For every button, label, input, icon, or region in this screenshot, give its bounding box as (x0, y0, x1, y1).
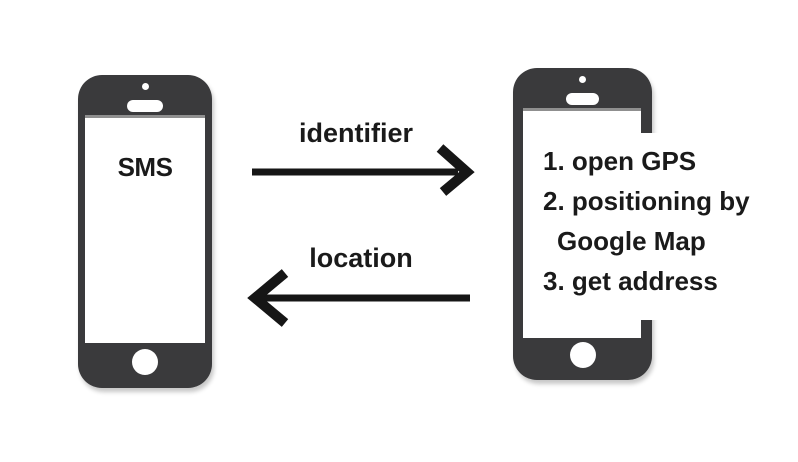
home-button-icon (570, 342, 596, 368)
camera-icon (141, 83, 149, 90)
camera-icon (579, 76, 586, 83)
step-get-address: 3. get address (543, 266, 718, 296)
identifier-arrow-label: identifier (298, 118, 413, 148)
steps-panel: 1. open GPS 2. positioning by Google Map… (528, 133, 750, 320)
speaker-icon (127, 100, 163, 112)
location-arrow-icon (247, 269, 470, 327)
step-positioning: 2. positioning by (543, 186, 750, 216)
location-arrow-label: location (309, 243, 413, 273)
identifier-arrow-icon (252, 144, 475, 196)
step-open-gps: 1. open GPS (543, 146, 697, 176)
speaker-icon (566, 93, 599, 105)
phone-left-screen: SMS (85, 115, 205, 343)
step-google-map: Google Map (557, 226, 706, 256)
sms-label: SMS (117, 152, 173, 182)
phone-left: SMS (78, 75, 212, 388)
home-button-icon (132, 349, 158, 375)
